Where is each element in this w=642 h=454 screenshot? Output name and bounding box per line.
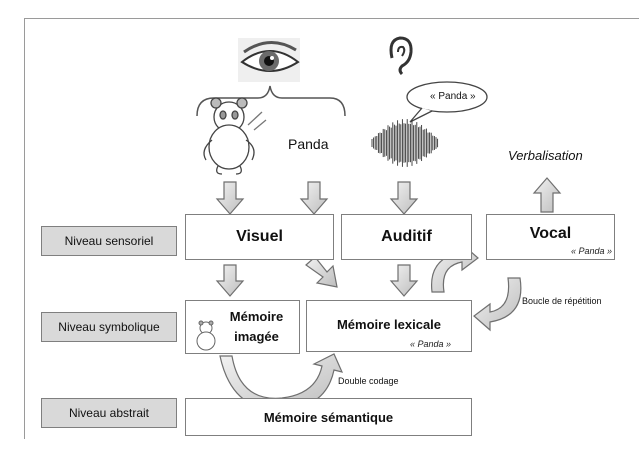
- memoire-imagee-line1: Mémoire: [229, 309, 284, 324]
- box-vocal-title: Vocal: [529, 225, 572, 242]
- level-label-abstract: Niveau abstrait: [41, 398, 177, 428]
- vocal-note: « Panda »: [571, 246, 613, 256]
- arrow-panda-to-visuel: [215, 181, 245, 215]
- double-codage-label: Double codage: [338, 376, 399, 386]
- eye-icon: [238, 38, 300, 82]
- soundwave-icon: [371, 119, 439, 167]
- arrow-visuel-to-memoire-imagee: [215, 264, 245, 297]
- level-label-symbolic: Niveau symbolique: [41, 312, 177, 342]
- box-vocal: Vocal: [486, 214, 615, 260]
- arrow-visuel-to-memoire-lexicale: [305, 256, 338, 288]
- panda-word: Panda: [288, 136, 329, 152]
- arrow-auditif-to-memoire-lexicale: [389, 264, 419, 297]
- boucle-label: Boucle de répétition: [522, 296, 602, 306]
- box-memoire-lexicale: Mémoire lexicale: [306, 300, 472, 352]
- box-memoire-semantique: Mémoire sémantique: [185, 398, 472, 436]
- panda-icon: [203, 97, 267, 175]
- level-label-sensory: Niveau sensoriel: [41, 226, 177, 256]
- arrow-wave-to-auditif: [389, 181, 419, 215]
- curly-bracket: [196, 85, 346, 117]
- arrow-word-to-visuel: [299, 181, 329, 215]
- speech-bubble: [406, 81, 488, 123]
- block-arrows: [215, 177, 562, 297]
- verbalisation-label: Verbalisation: [508, 148, 583, 163]
- speech-bubble-text: « Panda »: [430, 91, 476, 102]
- ear-icon: [389, 36, 413, 76]
- box-auditif: Auditif: [341, 214, 472, 260]
- box-visuel: Visuel: [185, 214, 334, 260]
- memoire-lexicale-title: Mémoire lexicale: [336, 317, 442, 332]
- arrow-vocal-to-verbalisation: [532, 177, 562, 213]
- memoire-imagee-line2: imagée: [234, 329, 279, 344]
- diagram-frame: [24, 18, 639, 439]
- memoire-lexicale-note: « Panda »: [410, 339, 452, 349]
- small-panda-icon: [196, 320, 216, 351]
